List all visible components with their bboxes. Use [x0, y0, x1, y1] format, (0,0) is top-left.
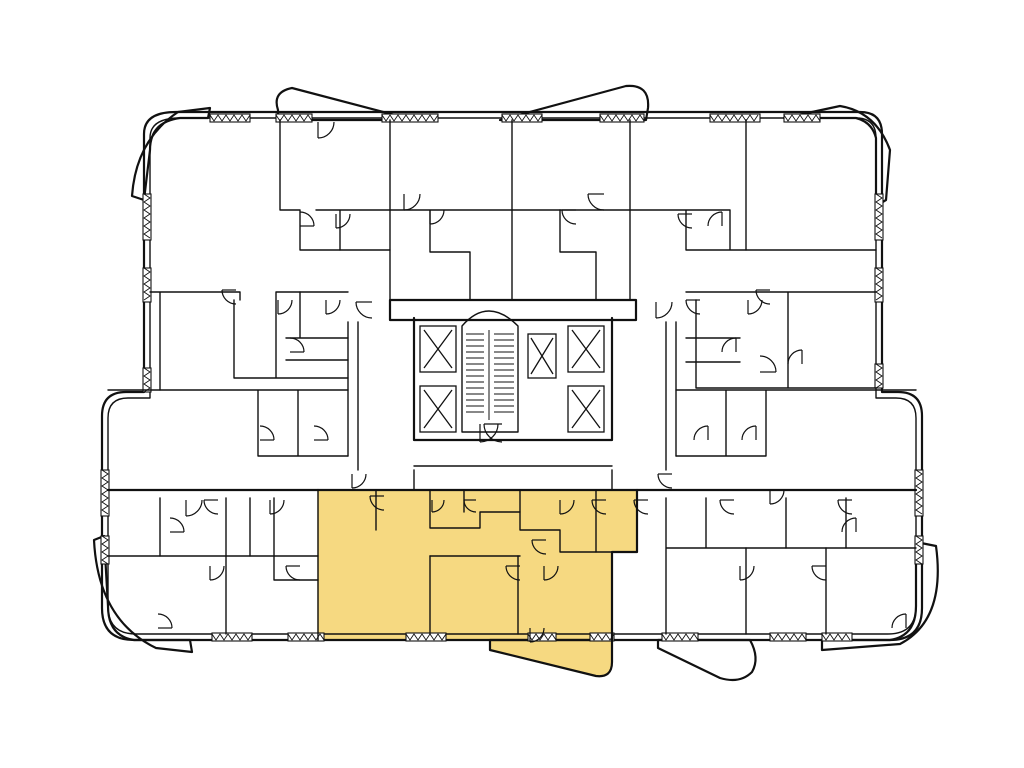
window-band — [661, 632, 699, 642]
door-swing — [591, 499, 607, 515]
door-swing — [655, 301, 673, 319]
window-band — [405, 632, 447, 642]
door-swing — [479, 423, 499, 443]
window-band — [211, 632, 253, 642]
doors — [157, 121, 907, 643]
window-band — [381, 113, 439, 123]
door-swing — [719, 499, 735, 515]
door-swing — [543, 565, 559, 581]
door-swing — [157, 613, 173, 629]
elevator-shaft-left-lower — [419, 385, 457, 433]
window-band — [874, 267, 884, 303]
door-swing — [657, 473, 673, 489]
door-swing — [721, 337, 737, 353]
window-band — [275, 113, 313, 123]
elevator-shaft-right-lower — [567, 385, 605, 433]
window-band — [914, 535, 924, 565]
door-swing — [403, 193, 421, 211]
building-core — [419, 310, 605, 433]
window-band — [821, 632, 853, 642]
window-band — [914, 469, 924, 517]
window-band — [142, 367, 152, 393]
door-swing — [317, 121, 335, 139]
stairwell — [461, 310, 519, 433]
apartment-highlight-area[interactable] — [317, 489, 638, 641]
door-swing — [685, 299, 701, 315]
windows — [100, 113, 924, 642]
door-swing — [269, 499, 285, 515]
interior-walls — [106, 119, 918, 642]
elevator-shaft-right-upper — [567, 325, 605, 373]
door-swing — [277, 299, 293, 315]
door-swing — [677, 213, 693, 229]
door-swing — [531, 539, 547, 555]
door-swing — [335, 213, 351, 229]
facade-fins — [92, 84, 939, 682]
window-band — [527, 632, 557, 642]
door-swing — [561, 209, 577, 225]
door-swing — [739, 565, 755, 581]
door-swing — [355, 301, 373, 319]
window-band — [709, 113, 761, 123]
door-swing — [313, 425, 329, 441]
door-swing — [755, 289, 771, 305]
door-swing — [529, 627, 545, 643]
door-swing — [787, 349, 803, 365]
window-band — [100, 469, 110, 517]
door-swing — [185, 499, 203, 517]
service-shaft — [527, 333, 557, 379]
door-swing — [285, 565, 301, 581]
window-band — [142, 267, 152, 303]
door-swing — [759, 355, 777, 373]
window-band — [599, 113, 645, 123]
window-band — [501, 113, 543, 123]
door-swing — [837, 499, 853, 515]
door-swing — [351, 473, 367, 489]
window-band — [100, 535, 110, 565]
highlighted-apartment[interactable] — [317, 489, 638, 677]
window-band — [769, 632, 807, 642]
door-swing — [299, 211, 315, 227]
door-swing — [693, 425, 709, 441]
door-swing — [221, 289, 237, 305]
door-swing — [559, 499, 575, 515]
door-swing — [841, 517, 857, 533]
door-swing — [209, 565, 225, 581]
elevator-shaft-left-upper — [419, 325, 457, 373]
door-swing — [169, 517, 185, 533]
door-swing — [587, 193, 605, 211]
door-swing — [289, 337, 305, 353]
window-band — [783, 113, 821, 123]
door-swing — [505, 565, 521, 581]
door-swing — [483, 423, 503, 443]
door-swing — [259, 425, 275, 441]
door-swing — [811, 565, 827, 581]
door-swing — [325, 299, 341, 315]
window-band — [209, 113, 251, 123]
window-band — [589, 632, 615, 642]
door-swing — [463, 499, 477, 513]
balcony-highlight-area[interactable] — [489, 639, 613, 677]
door-swing — [891, 613, 907, 629]
door-swing — [431, 499, 445, 513]
window-band — [142, 193, 152, 241]
door-swing — [369, 495, 385, 511]
door-swing — [633, 499, 649, 515]
window-band — [874, 363, 884, 389]
door-swing — [203, 499, 219, 515]
door-swing — [429, 209, 445, 225]
door-swing — [741, 425, 757, 441]
stair-treads — [466, 330, 514, 420]
door-swing — [769, 489, 785, 505]
window-band — [874, 193, 884, 241]
door-swing — [747, 299, 763, 315]
door-swing — [707, 211, 723, 227]
